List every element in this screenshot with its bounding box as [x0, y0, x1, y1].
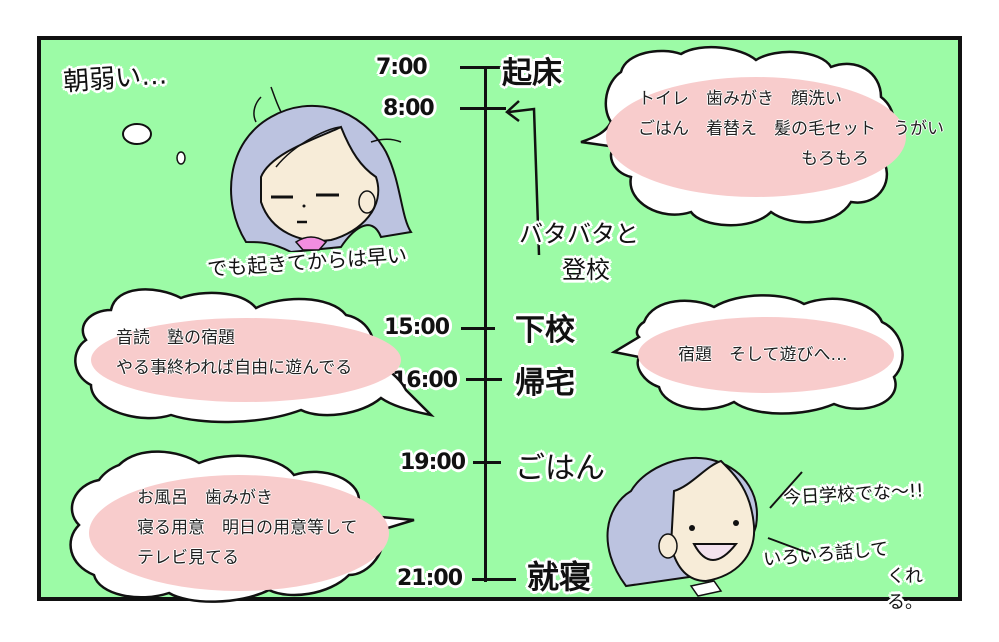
- speech-bubble-afternoon: 音読 塾の宿題 やる事終われば自由に遊んでる: [61, 280, 441, 430]
- comic-panel: 7:00 8:00 15:00 16:00 19:00 21:00 起床 下校 …: [37, 36, 962, 613]
- time-label: 8:00: [383, 96, 435, 121]
- event-label-wake: 起床: [502, 56, 562, 91]
- speech-bubble-evening: お風呂 歯みがき 寝る用意 明日の用意等して テレビ見てる: [59, 445, 439, 605]
- emphasis-lines-icon: [767, 471, 812, 555]
- bubble-line: やる事終われば自由に遊んでる: [116, 358, 353, 378]
- speech-bubble-after-school: 宿題 そして遊びへ…: [610, 292, 914, 417]
- commute-note-line1: バタバタと: [519, 220, 639, 248]
- event-label-dinner: ごはん: [515, 451, 605, 486]
- happy-girl-illustration: [606, 456, 758, 597]
- event-label-bedtime: 就寝: [527, 558, 592, 596]
- bubble-line: トイレ 歯みがき 顔洗い: [638, 89, 842, 109]
- sleepy-girl-illustration: [230, 86, 413, 252]
- tick-21: [472, 578, 516, 581]
- bubble-text-afternoon: 音読 塾の宿題 やる事終われば自由に遊んでる: [116, 323, 352, 383]
- bubble-text-evening: お風呂 歯みがき 寝る用意 明日の用意等して テレビ見てる: [137, 483, 358, 573]
- thought-dots-icon: [122, 123, 186, 165]
- commute-note: バタバタと 登校: [519, 216, 639, 288]
- time-label: 15:00: [384, 315, 450, 340]
- bubble-line: もろもろ: [801, 149, 869, 169]
- morning-weak-note: 朝弱い…: [62, 60, 169, 98]
- event-label-home: 帰宅: [515, 366, 575, 401]
- bubble-line: お風呂 歯みがき: [137, 488, 273, 508]
- time-label: 19:00: [400, 450, 466, 475]
- timeline-axis: [484, 66, 487, 582]
- tick-8: [460, 107, 506, 110]
- arrow-icon: [505, 100, 541, 255]
- tick-15: [461, 327, 495, 330]
- bubble-line: 宿題 そして遊びへ…: [678, 345, 848, 365]
- time-label: 21:00: [397, 566, 463, 591]
- tick-7: [460, 66, 508, 69]
- bubble-line: 音読 塾の宿題: [116, 328, 235, 348]
- commute-note-line2: 登校: [562, 256, 610, 284]
- bubble-line: ごはん 着替え 髪の毛セット うがい: [638, 119, 944, 139]
- bubble-text-after-school: 宿題 そして遊びへ…: [678, 340, 848, 370]
- event-label-school-leave: 下校: [515, 313, 575, 348]
- bubble-line: テレビ見てる: [137, 548, 239, 568]
- bubble-text-morning: トイレ 歯みがき 顔洗い ごはん 着替え 髪の毛セット うがい もろもろ: [638, 84, 944, 174]
- bubble-line: 寝る用意 明日の用意等して: [137, 518, 358, 538]
- tick-16: [466, 378, 502, 381]
- time-label: 7:00: [376, 55, 428, 80]
- talks-note-line2: くれる。: [887, 566, 923, 613]
- tick-19: [473, 461, 501, 464]
- speech-bubble-morning: トイレ 歯みがき 顔洗い ごはん 着替え 髪の毛セット うがい もろもろ: [580, 42, 944, 237]
